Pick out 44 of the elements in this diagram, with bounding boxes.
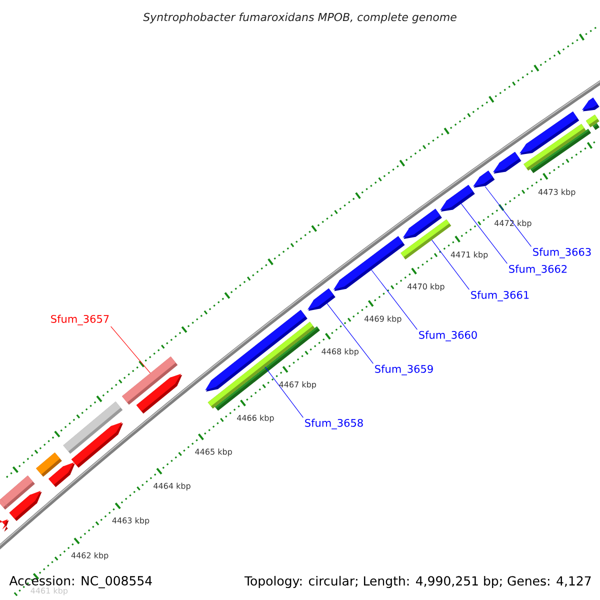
tick-label: 4462 kbp [71, 552, 108, 560]
gene-feature [333, 236, 405, 292]
gene-feature [492, 152, 522, 174]
gene-feature [136, 374, 182, 414]
leader-line [110, 326, 151, 374]
gene-feature [71, 422, 124, 468]
tick-label: 4465 kbp [195, 448, 232, 456]
gene-feature [586, 114, 600, 128]
tick-label: 4468 kbp [322, 348, 359, 356]
gene-feature [307, 288, 336, 311]
gene-feature [440, 184, 475, 212]
leader-line [371, 270, 418, 330]
tick-label: 4473 kbp [538, 188, 576, 197]
gene-label: Sfum_3663 [533, 248, 591, 258]
tick-label: 4461 kbp [30, 587, 68, 596]
tick-label: 4466 kbp [237, 414, 274, 422]
gene-label: Sfum_3657 [51, 314, 109, 326]
accession-text: Accession: NC_008554 [9, 576, 152, 588]
tick-label: 4469 kbp [364, 316, 402, 324]
tick-label: 4463 kbp [112, 517, 150, 525]
gene-label: Sfum_3661 [471, 290, 529, 302]
leader-line [484, 186, 532, 247]
gene-feature [473, 170, 495, 188]
genome-info-text: Topology: circular; Length: 4,990,251 bp; Genes: 4,127 [244, 576, 591, 588]
leader-line [326, 303, 374, 364]
gene-feature [519, 111, 580, 155]
gene-label: Sfum_3659 [375, 364, 433, 376]
gene-feature [402, 208, 442, 239]
gene-feature [9, 490, 42, 521]
gene-feature [0, 519, 9, 532]
gene-feature [48, 462, 75, 488]
leader-line [431, 240, 470, 290]
tick-label: 4467 kbp [279, 381, 316, 390]
gene-label: Sfum_3660 [419, 330, 477, 342]
tick-label: 4471 kbp [450, 251, 488, 260]
tick-label: 4472 kbp [494, 220, 532, 228]
title: Syntrophobacter fumaroxidans MPOB, complete genome [143, 12, 456, 24]
leader-line [264, 366, 304, 418]
gene-feature [582, 98, 600, 112]
tick-label: 4464 kbp [154, 482, 190, 490]
gene-label: Sfum_3662 [509, 264, 567, 276]
leader-line [460, 203, 508, 264]
gene-label: Sfum_3658 [305, 418, 363, 430]
tick-label: 4470 kbp [408, 283, 444, 292]
